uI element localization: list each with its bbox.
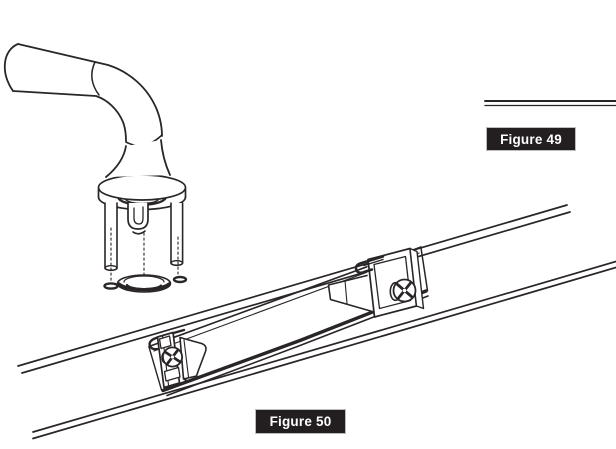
- right-bracket-screw: [389, 278, 417, 303]
- faucet-flange: [97, 139, 187, 211]
- plug-tip: [132, 230, 146, 235]
- faucet-illustration: [4, 43, 188, 293]
- left-washer: [103, 282, 119, 290]
- handle-elbow-seam: [91, 61, 100, 96]
- right-washer: [172, 275, 188, 284]
- countertop-illustration: [17, 204, 616, 440]
- faucet-neck-left: [105, 145, 127, 178]
- faucet-neck-right: [160, 139, 171, 176]
- right-clamp-bracket: [327, 247, 425, 318]
- figure-50-caption: Figure 50: [255, 409, 346, 434]
- faucet-center-plug: [127, 202, 149, 235]
- left-bracket-wing: [179, 336, 207, 380]
- right-bracket-hook: [354, 255, 385, 274]
- figure-49-caption: Figure 49: [486, 127, 576, 151]
- left-bracket-screw: [161, 346, 183, 368]
- left-bracket-hook: [148, 328, 186, 351]
- slot-right-end: [420, 247, 429, 292]
- faucet-mounting-posts: [104, 202, 184, 272]
- slot-left-end: [148, 346, 163, 391]
- alignment-dotted-lines: [110, 227, 179, 284]
- left-clamp-bracket: [148, 328, 207, 389]
- gasket-and-washers: [103, 274, 188, 293]
- right-post: [170, 202, 184, 267]
- figure-49-divider-rule: [484, 100, 616, 107]
- faucet-neck-fill: [106, 140, 170, 177]
- counter-front-edge: [32, 260, 616, 440]
- right-bracket-foot: [327, 274, 375, 313]
- faucet-handle-tube: [4, 43, 163, 142]
